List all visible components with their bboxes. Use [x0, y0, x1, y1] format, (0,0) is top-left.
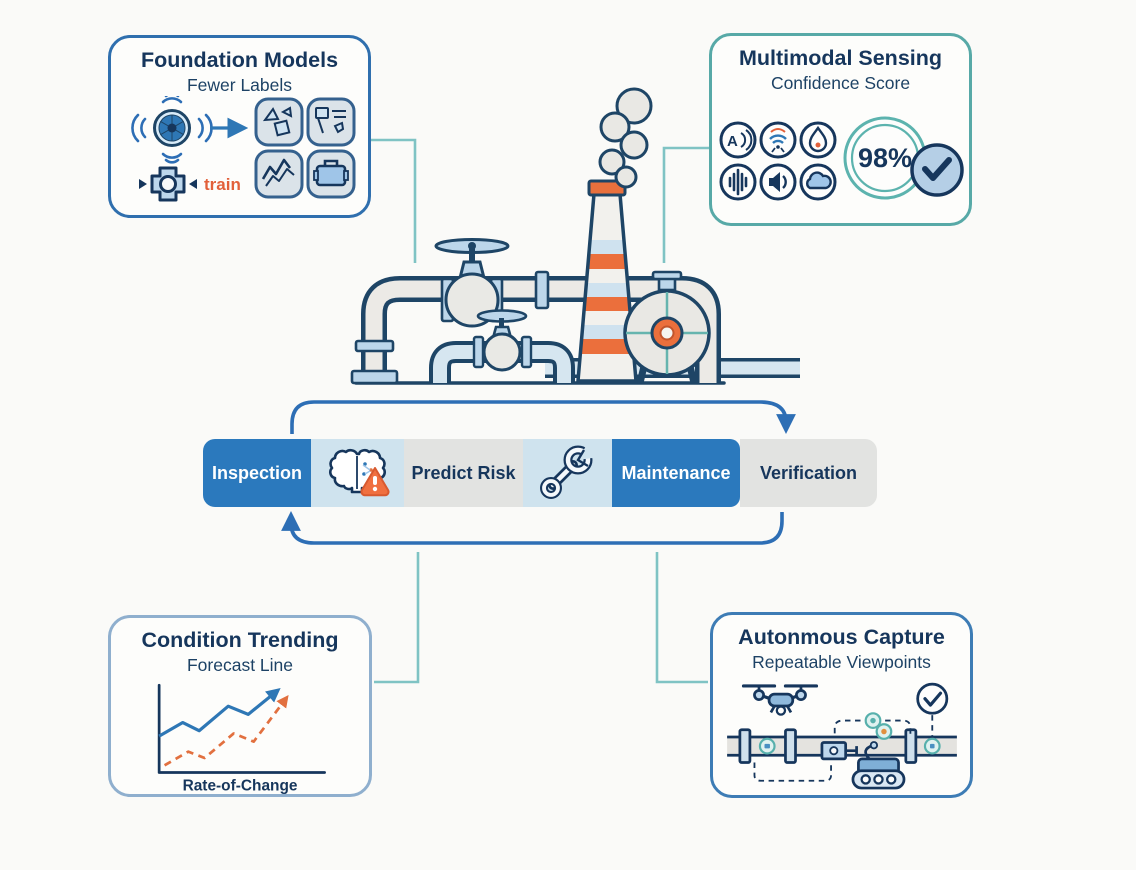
connector-lines [371, 138, 709, 684]
chart-axes [157, 683, 326, 774]
train-label: train [204, 175, 241, 194]
connector-capture [655, 552, 708, 684]
drone-icon [741, 683, 818, 716]
loop-arrow-top [290, 400, 796, 434]
waveform-icon [719, 163, 756, 201]
foundation-illustration: train [130, 95, 355, 202]
waypoint-route [753, 714, 933, 782]
crawler-robot-icon [851, 740, 905, 790]
card-multimodal-sensing: Multimodal Sensing Confidence Score A [709, 33, 972, 226]
flow-step-inspection: Inspection [203, 439, 311, 507]
shapes-icon [254, 97, 303, 147]
connector-trending [374, 552, 420, 684]
card-subtitle: Confidence Score [770, 72, 911, 93]
card-title: Multimodal Sensing [738, 46, 943, 70]
droplet-icon [799, 121, 836, 159]
cycle-loop-arrows [281, 400, 796, 545]
flow-step-analyze [311, 439, 404, 507]
waypoint-markers [758, 711, 941, 755]
confidence-gauge: 98% [843, 116, 926, 200]
process-flow-bar: Inspection Predict Risk [203, 439, 877, 507]
trend-line [157, 687, 281, 738]
card-subtitle: Fewer Labels [186, 74, 293, 95]
capture-check [915, 682, 948, 715]
x-axis-label: Rate-of-Change [182, 777, 297, 794]
loop-arrow-bottom [281, 511, 784, 545]
trend-chart: Rate-of-Change [157, 683, 326, 794]
inspection-camera-icon [820, 740, 858, 760]
annotation-icon [306, 97, 355, 147]
cloud-icon [799, 163, 836, 201]
check-badge [909, 142, 964, 197]
chimney [576, 179, 638, 383]
smoke-icon [598, 87, 653, 189]
card-autonomous-capture: Autonmous Capture Repeatable Viewpoints [710, 612, 973, 798]
toolbox-icon [306, 149, 355, 199]
wireless-icon [759, 121, 796, 159]
flow-step-maintenance: Maintenance [612, 439, 740, 507]
brain-alert-icon [328, 448, 389, 497]
card-title: Foundation Models [140, 48, 339, 72]
card-foundation-models: Foundation Models Fewer Labels [108, 35, 371, 218]
confidence-score: 98% [857, 143, 911, 173]
check-icon [921, 156, 952, 181]
sensor-icon-grid: A [719, 121, 836, 201]
card-condition-trending: Condition Trending Forecast Line Rate-of… [108, 615, 372, 797]
flow-step-predict-risk: Predict Risk [404, 439, 523, 507]
storage-tank [623, 270, 711, 384]
svg-text:A: A [727, 133, 738, 150]
card-subtitle: Forecast Line [186, 654, 294, 675]
signal-chart-icon [254, 149, 303, 199]
aperture-signal-icon [130, 95, 213, 164]
card-title: Condition Trending [141, 628, 339, 652]
multimodal-illustration: A [719, 116, 964, 201]
connector-foundation [371, 138, 417, 263]
acoustic-icon: A [719, 121, 756, 159]
connector-multimodal [662, 146, 709, 263]
check-icon [922, 691, 942, 707]
flow-step-verification: Verification [740, 439, 877, 507]
forecast-line [163, 694, 289, 767]
capture-illustration [726, 682, 957, 790]
camera-icon [138, 166, 197, 202]
sample-icon-grid [254, 97, 355, 199]
wrench-icon [539, 444, 597, 499]
valve-small [472, 309, 533, 372]
card-title: Autonmous Capture [738, 625, 945, 649]
speaker-icon [759, 163, 796, 201]
card-subtitle: Repeatable Viewpoints [752, 651, 931, 672]
plant-illustration [350, 87, 800, 385]
pipe-flanges-left [350, 339, 399, 385]
flow-step-repair [523, 439, 612, 507]
valve-main [434, 238, 550, 328]
